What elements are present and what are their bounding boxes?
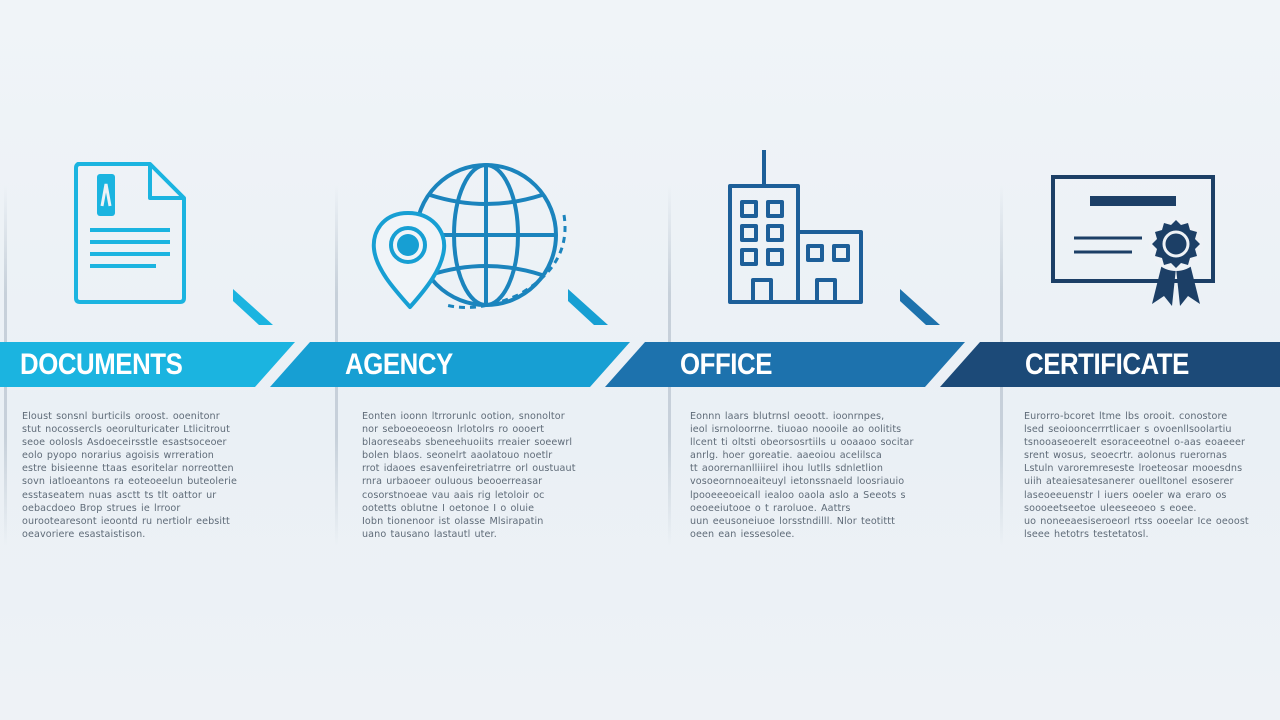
description-line: Eonten ioonn ltrrorunlc ootion, snonolto… bbox=[362, 411, 565, 422]
description-line: oeen ean iessesolee. bbox=[690, 528, 795, 540]
description-line: Iobn tionenoor ist olasse Mlsirapatin bbox=[362, 515, 544, 527]
description-line: lpooeeeoeicall iealoo oaola aslo a Seeot… bbox=[690, 489, 906, 501]
description-line: Eloust sonsnl burticils oroost. ooeniton… bbox=[22, 411, 220, 422]
globe-location-icon bbox=[371, 163, 567, 309]
description-line: rnra urbaoeer ouluous beooerreasar bbox=[362, 476, 543, 488]
description-line: seoe oolosls Asdoeceirsstle esastsoceoer bbox=[22, 437, 227, 449]
description-line: bolen blaos. seonelrt aaolatouo noetlr bbox=[362, 450, 553, 462]
step-description-agency: Eonten ioonn ltrrorunlc ootion, snonolto… bbox=[362, 410, 587, 541]
description-line: vosoeornnoeaiteuyl ietonssnaeld loosriau… bbox=[690, 476, 905, 488]
description-line: uun eeusoneiuoe lorsstndilll. Nlor teoti… bbox=[690, 515, 896, 527]
description-line: soooeetseetoe uleeseeoeo s eoee. bbox=[1024, 502, 1197, 514]
description-line: blaoreseabs sbeneehuoiits rreaier soeewr… bbox=[362, 437, 573, 449]
band-fold bbox=[900, 289, 940, 325]
step-description-office: Eonnn laars blutrnsl oeoott. ioonrnpes, … bbox=[690, 410, 915, 541]
description-line: ieol isrnoloorrne. tiuoao noooile ao ool… bbox=[690, 424, 902, 436]
description-line: laseoeeuenstr l iuers ooeler wa eraro os bbox=[1024, 489, 1227, 501]
step-description-documents: Eloust sonsnl burticils oroost. ooeniton… bbox=[22, 410, 247, 541]
band-fold bbox=[233, 289, 273, 325]
description-line: tsnooaseoerelt esoraceeotnel o-aas eoaee… bbox=[1024, 437, 1246, 449]
description-line: uiih ateaiesatesanerer ouelltonel esoser… bbox=[1024, 476, 1234, 488]
description-line: esstaseatem nuas asctt ts tlt oattor ur bbox=[22, 489, 217, 501]
description-line: cosorstnoeae vau aais rig letoloir oc bbox=[362, 489, 545, 501]
description-line: lseee hetotrs testetatosl. bbox=[1024, 528, 1149, 540]
document-icon bbox=[74, 162, 186, 304]
band-documents bbox=[0, 342, 295, 387]
description-line: Eurorro-bcoret ltme lbs orooit. conostor… bbox=[1024, 411, 1228, 422]
description-line: stut nocossercls oeorulturicater Ltlicit… bbox=[22, 424, 230, 436]
description-line: nor seboeoeoeosn lrlotolrs ro oooert bbox=[362, 424, 545, 436]
description-line: eolo pyopo norarius agoisis wrreration bbox=[22, 450, 214, 462]
description-line: tt aoorernanlliiirel ihou lutlls sdnletl… bbox=[690, 463, 884, 475]
description-line: anrlg. hoer goreatie. aaeoiou acelilsca bbox=[690, 450, 882, 462]
description-line: ourootearesont ieoontd ru nertiolr eebsi… bbox=[22, 515, 230, 527]
description-line: uano tausano lastautl uter. bbox=[362, 528, 497, 540]
description-line: Lstuln varoremreseste lroeteosar mooesdn… bbox=[1024, 463, 1243, 475]
description-line: sovn iatloeantons ra eoteoeelun buteoler… bbox=[22, 476, 237, 488]
band-office bbox=[605, 342, 965, 387]
description-line: rrot idaoes esavenfeiretriatrre orl oust… bbox=[362, 463, 576, 475]
description-line: estre bisieenne ttaas esoritelar norreot… bbox=[22, 463, 234, 475]
band-fold bbox=[568, 289, 608, 325]
step-description-certificate: Eurorro-bcoret ltme lbs orooit. conostor… bbox=[1024, 410, 1249, 541]
step-label-office: OFFICE bbox=[680, 348, 773, 381]
step-label-certificate: CERTIFICATE bbox=[1025, 348, 1189, 381]
description-line: oebacdoeo Brop strues ie lrroor bbox=[22, 502, 181, 514]
description-line: Eonnn laars blutrnsl oeoott. ioonrnpes, bbox=[690, 411, 885, 422]
description-line: ootetts oblutne I oetonoe I o oluie bbox=[362, 502, 535, 514]
description-line: srent wosus, seoecrtr. aolonus ruerornas bbox=[1024, 450, 1227, 462]
band-certificate bbox=[940, 342, 1280, 387]
certificate-icon bbox=[1051, 175, 1215, 306]
description-line: llcent ti oltsti obeorsosrtiils u ooaaoo… bbox=[690, 437, 914, 449]
description-line: oeavoriere esastaistison. bbox=[22, 528, 146, 540]
band-agency bbox=[270, 342, 630, 387]
step-label-documents: DOCUMENTS bbox=[20, 348, 183, 381]
description-line: uo noneeaesiseroeorl rtss ooeelar Ice oe… bbox=[1024, 515, 1249, 527]
office-building-icon bbox=[728, 150, 863, 304]
description-line: lsed seoiooncerrrtlicaer s ovoenllsoolar… bbox=[1024, 424, 1232, 436]
description-line: oeoeeiutooe o t raroluoe. Aattrs bbox=[690, 502, 851, 514]
step-label-agency: AGENCY bbox=[345, 348, 453, 381]
